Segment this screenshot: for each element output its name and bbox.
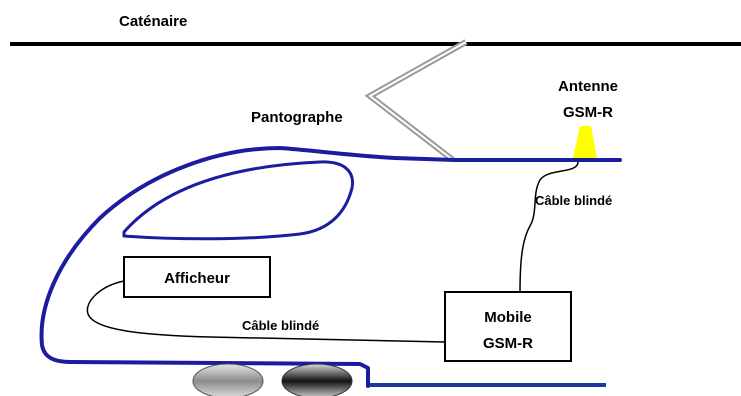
gsmr-antenna-shape: [573, 126, 597, 158]
shielded-cable-antenna: [519, 161, 579, 293]
antenna-label-line2: GSM-R: [563, 104, 613, 121]
antenna-label-line1: Antenne: [558, 78, 618, 95]
cable-top-label: Câble blindé: [535, 193, 612, 208]
windshield: [122, 160, 355, 241]
mobile-gsmr-box: [444, 291, 572, 362]
mobile-label-line2: GSM-R: [483, 335, 533, 352]
cable-bottom-label: Câble blindé: [242, 318, 319, 333]
mobile-label-line1: Mobile: [484, 309, 532, 326]
pantograph: [364, 39, 468, 163]
shielded-cable-display: [86, 280, 446, 343]
display-box: [123, 256, 271, 298]
wheel-2: [281, 363, 353, 396]
display-label: Afficheur: [164, 270, 230, 287]
train-body-outline: [39, 146, 622, 388]
pantograph-label: Pantographe: [251, 109, 343, 126]
wheel-1: [192, 363, 264, 396]
catenary-label: Caténaire: [119, 13, 187, 30]
